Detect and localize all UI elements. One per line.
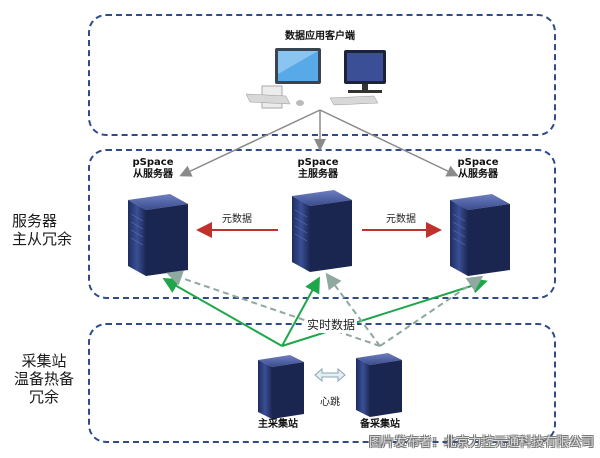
metadata-label-left: 元数据 <box>222 214 252 225</box>
client-zone <box>88 14 556 136</box>
desktop-computer-icon <box>245 48 321 109</box>
right-server-title: pSpace 从服务器 <box>443 157 513 181</box>
collector-zone-label-line1: 采集站 <box>21 352 67 370</box>
left-server-title: pSpace 从服务器 <box>118 157 188 181</box>
realtime-data-label: 实时数据 <box>305 316 358 333</box>
center-server-title-line1: pSpace <box>297 157 339 168</box>
standby-arrow-to-left <box>166 270 381 347</box>
collector-zone-label-line3: 冗余 <box>29 388 60 406</box>
client-to-right-server-arrow <box>319 109 459 177</box>
server-zone-label: 服务器 主从冗余 <box>12 212 72 248</box>
center-server-icon <box>292 190 352 272</box>
right-server-title-line2: 从服务器 <box>458 169 498 180</box>
monitor-computer-icon <box>329 50 386 106</box>
realtime-arrow-to-left <box>162 278 283 347</box>
heartbeat-arrow <box>314 367 346 383</box>
center-server-title-line2: 主服务器 <box>298 169 338 180</box>
publisher-watermark: 图片发布者：北京力控元通科技有限公司 <box>368 434 594 449</box>
center-server-title: pSpace 主服务器 <box>283 157 353 181</box>
metadata-label-right: 元数据 <box>386 214 416 225</box>
backup-collector-icon <box>356 353 402 417</box>
client-zone-label: 数据应用客户端 <box>285 31 355 42</box>
backup-collector-label: 备采集站 <box>360 419 400 430</box>
heartbeat-label: 心跳 <box>320 397 340 408</box>
left-server-title-line1: pSpace <box>132 157 174 168</box>
standby-arrow-to-center <box>325 272 381 347</box>
primary-collector-icon <box>258 355 304 419</box>
primary-collector-label: 主采集站 <box>258 419 298 430</box>
realtime-arrow-to-right <box>281 277 488 347</box>
server-zone-label-line2: 主从冗余 <box>12 230 73 248</box>
collector-zone-label-line2: 温备热备 <box>14 370 75 388</box>
client-to-left-server-arrow <box>179 109 321 177</box>
right-server-title-line1: pSpace <box>457 157 499 168</box>
right-server-icon <box>450 194 510 276</box>
server-zone-label-line1: 服务器 <box>12 212 58 230</box>
realtime-arrow-to-center <box>281 276 320 347</box>
standby-arrow-to-right <box>379 275 484 347</box>
collector-zone-label: 采集站 温备热备 冗余 <box>14 352 74 406</box>
left-server-title-line2: 从服务器 <box>133 169 173 180</box>
left-server-icon <box>128 194 188 276</box>
